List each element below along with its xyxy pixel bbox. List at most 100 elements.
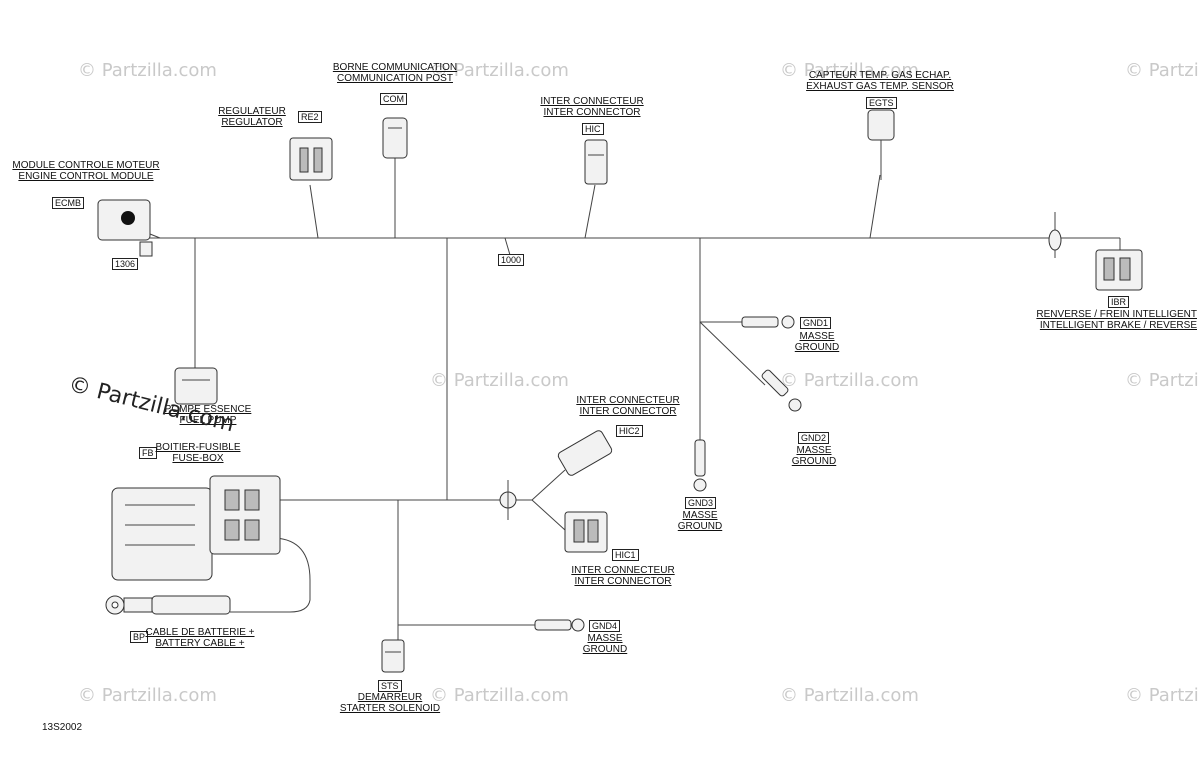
gnd4-terminal <box>534 618 585 632</box>
harness-clip <box>499 480 517 520</box>
gnd4-label-fr: MASSE <box>587 633 623 644</box>
hic-label-fr: INTER CONNECTEUR <box>540 96 644 107</box>
gnd1-label: MASSE GROUND <box>795 331 839 353</box>
egts-label-fr: CAPTEUR TEMP. GAS ECHAP. <box>808 70 952 81</box>
bp-label: CABLE DE BATTERIE + BATTERY CABLE + <box>145 627 254 649</box>
com-tag: COM <box>380 93 407 105</box>
fuel-pump-label-fr: POMPE ESSENCE <box>164 404 252 415</box>
gnd1-label-en: GROUND <box>794 342 840 353</box>
hic-label: INTER CONNECTEUR INTER CONNECTOR <box>540 96 643 118</box>
gnd4-label: MASSE GROUND <box>583 633 627 655</box>
hic1-label-en: INTER CONNECTOR <box>574 576 672 587</box>
ibr-connector <box>1048 212 1143 291</box>
watermark: © Partzilla.com <box>1125 685 1200 706</box>
egts-label-en: EXHAUST GAS TEMP. SENSOR <box>806 81 954 92</box>
fb-label: BOITIER-FUSIBLE FUSE-BOX <box>155 442 240 464</box>
hic-label-en: INTER CONNECTOR <box>543 107 641 118</box>
hic2-tag: HIC2 <box>616 425 643 437</box>
gnd3-label-fr: MASSE <box>682 510 718 521</box>
hic1-connector <box>564 511 608 553</box>
hic2-label-en: INTER CONNECTOR <box>579 406 677 417</box>
com-connector <box>382 117 408 159</box>
gnd3-label: MASSE GROUND <box>678 510 722 532</box>
watermark: © Partzilla.com <box>780 370 919 391</box>
ibr-tag: IBR <box>1108 296 1130 308</box>
egts-sensor <box>867 109 895 180</box>
ecmb-label-fr: MODULE CONTROLE MOTEUR <box>12 160 160 171</box>
hic1-label-fr: INTER CONNECTEUR <box>571 565 675 576</box>
hic2-label: INTER CONNECTEUR INTER CONNECTOR <box>576 395 679 417</box>
sts-connector <box>381 639 405 673</box>
ibr-label-fr: RENVERSE / FREIN INTELLIGENT <box>1036 309 1197 320</box>
fuel-pump-label: POMPE ESSENCE FUEL PUMP <box>165 404 252 426</box>
gnd1-terminal <box>741 315 795 329</box>
gnd2-terminal <box>761 369 802 412</box>
watermark: © Partzilla.com <box>78 60 217 81</box>
watermark: © Partzilla.com <box>430 685 569 706</box>
re2-connector <box>289 137 333 181</box>
hic1-tag: HIC1 <box>612 549 639 561</box>
ecmb-label: MODULE CONTROLE MOTEUR ENGINE CONTROL MO… <box>12 160 159 182</box>
com-label: BORNE COMMUNICATION COMMUNICATION POST <box>333 62 457 84</box>
bp-label-en: BATTERY CABLE + <box>155 638 245 649</box>
branch-re2 <box>309 184 319 239</box>
re2-label: REGULATEUR REGULATOR <box>218 106 286 128</box>
gnd4-label-en: GROUND <box>582 644 628 655</box>
com-label-fr: BORNE COMMUNICATION <box>332 62 458 73</box>
watermark: © Partzilla.com <box>1125 370 1200 391</box>
hic2-connector <box>557 430 613 476</box>
gnd1-label-fr: MASSE <box>799 331 835 342</box>
gnd1-tag: GND1 <box>800 317 832 329</box>
ibr-label: RENVERSE / FREIN INTELLIGENT INTELLIGENT… <box>1036 309 1197 331</box>
gnd3-terminal <box>693 439 707 492</box>
egts-tag: EGTS <box>866 97 897 109</box>
fb-tag: FB <box>139 447 157 459</box>
gnd3-tag: GND3 <box>685 497 717 509</box>
bp-label-fr: CABLE DE BATTERIE + <box>145 627 255 638</box>
gnd3-label-en: GROUND <box>677 521 723 532</box>
harness-tag: 1000 <box>498 254 525 266</box>
hic-connector <box>584 139 608 185</box>
gnd2-label-fr: MASSE <box>796 445 832 456</box>
watermark: © Partzilla.com <box>430 370 569 391</box>
gnd2-label: MASSE GROUND <box>792 445 836 467</box>
com-label-en: COMMUNICATION POST <box>337 73 453 84</box>
ecmb-label-en: ENGINE CONTROL MODULE <box>18 171 154 182</box>
watermark: © Partzilla.com <box>430 60 569 81</box>
wire-gnd2 <box>699 321 766 386</box>
ecmb-tag: ECMB <box>52 197 85 209</box>
hic2-label-fr: INTER CONNECTEUR <box>576 395 680 406</box>
ecmb-connector <box>97 199 161 257</box>
egts-label: CAPTEUR TEMP. GAS ECHAP. EXHAUST GAS TEM… <box>806 70 954 92</box>
watermark: © Partzilla.com <box>78 685 217 706</box>
fb-label-fr: BOITIER-FUSIBLE <box>155 442 241 453</box>
watermark: © Partzilla.com <box>780 60 919 81</box>
fuel-pump-label-en: FUEL PUMP <box>179 415 237 426</box>
fuel-pump-connector <box>174 367 218 405</box>
gnd2-tag: GND2 <box>798 432 830 444</box>
re2-label-fr: REGULATEUR <box>218 106 286 117</box>
watermark: © Partzilla.com <box>780 685 919 706</box>
sts-tag: STS <box>378 680 402 692</box>
figure-id: 13S2002 <box>42 722 83 733</box>
ibr-label-en: INTELLIGENT BRAKE / REVERSE <box>1039 320 1197 331</box>
re2-tag: RE2 <box>298 111 322 123</box>
branch-hic <box>584 184 596 239</box>
re2-label-en: REGULATOR <box>221 117 283 128</box>
wire-hic1 <box>531 499 566 531</box>
fb-label-en: FUSE-BOX <box>172 453 224 464</box>
bp-tag: BP <box>130 631 149 643</box>
harness-sub-tag: 1306 <box>112 258 139 270</box>
sts-label-fr: DEMARREUR <box>357 692 423 703</box>
wire-hic2 <box>531 469 566 501</box>
gnd2-label-en: GROUND <box>791 456 837 467</box>
watermark: © Partzilla.com <box>1125 60 1200 81</box>
branch-egts <box>869 174 881 239</box>
hic-tag: HIC <box>582 123 604 135</box>
hic1-label: INTER CONNECTEUR INTER CONNECTOR <box>571 565 674 587</box>
sts-label: DEMARREUR STARTER SOLENOID <box>340 692 440 714</box>
fuse-box <box>111 475 281 581</box>
branch-1000-tag <box>504 237 511 256</box>
